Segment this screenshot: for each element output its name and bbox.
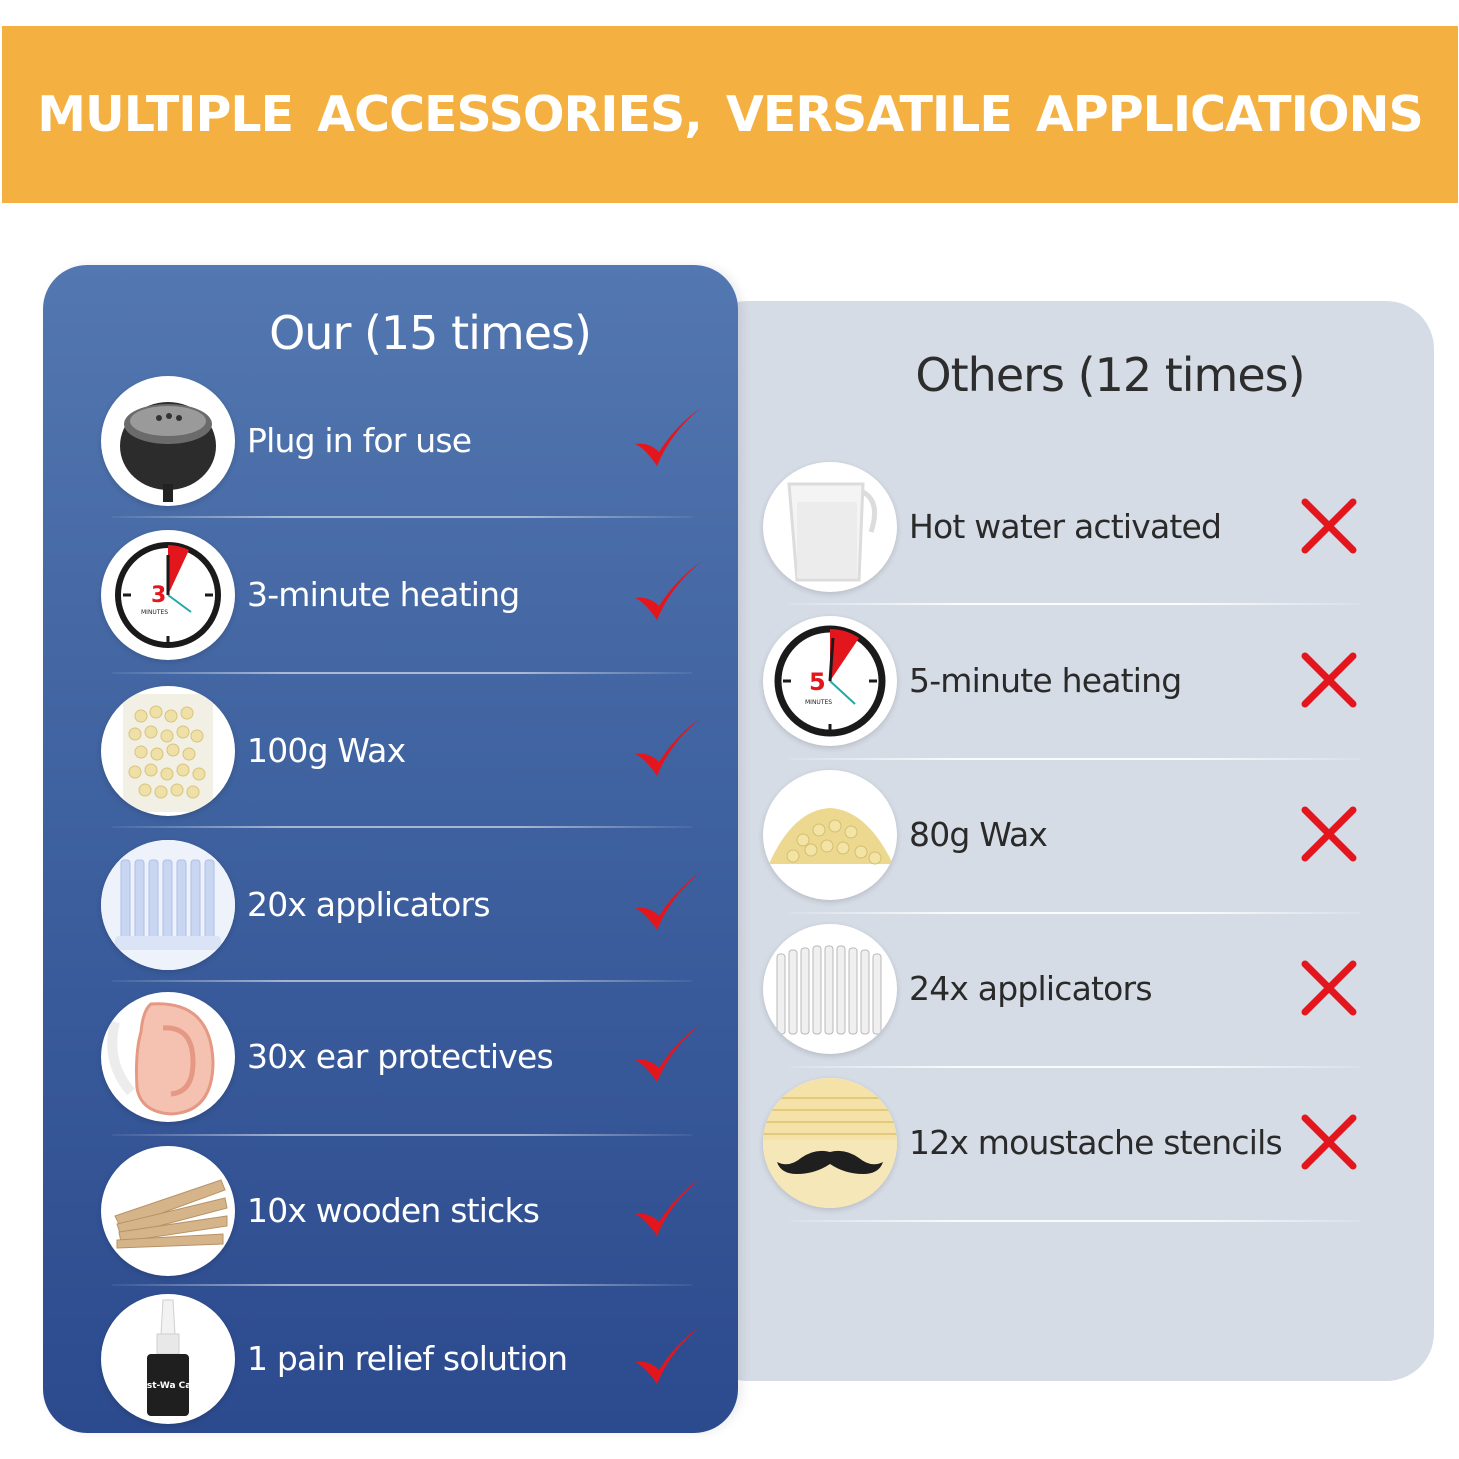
divider <box>790 1066 1360 1068</box>
timer-digit: 3 <box>151 583 166 608</box>
item-label: Plug in for use <box>247 421 472 460</box>
divider <box>112 1134 692 1136</box>
banner-title: MULTIPLE ACCESSORIES, VERSATILE APPLICAT… <box>37 86 1424 143</box>
check-icon <box>635 872 701 930</box>
item-label: 5-minute heating <box>909 661 1182 700</box>
check-icon <box>635 1326 701 1384</box>
pain-relief-bottle-icon: Post-Wa Care <box>101 1294 235 1424</box>
timer-unit: MINUTES <box>141 609 168 616</box>
divider <box>112 980 692 982</box>
cross-icon <box>1301 960 1357 1016</box>
applicators-icon <box>101 840 235 970</box>
divider <box>112 826 692 828</box>
item-label: 20x applicators <box>247 885 491 924</box>
divider <box>790 758 1360 760</box>
divider <box>790 603 1360 605</box>
applicators-bundle-icon <box>763 924 897 1054</box>
cross-icon <box>1301 498 1357 554</box>
item-label: 10x wooden sticks <box>247 1191 540 1230</box>
check-icon <box>635 408 701 466</box>
check-icon <box>635 1178 701 1236</box>
bottle-label: Post-Wa Care <box>134 1381 202 1391</box>
wax-beads-bag-icon <box>101 686 235 816</box>
check-icon <box>635 718 701 776</box>
divider <box>790 1220 1360 1222</box>
check-icon <box>635 1024 701 1082</box>
item-label: 80g Wax <box>909 815 1048 854</box>
item-label: 1 pain relief solution <box>247 1339 568 1378</box>
item-label: Hot water activated <box>909 507 1222 546</box>
check-icon <box>635 562 701 620</box>
divider <box>790 912 1360 914</box>
cross-icon <box>1301 1114 1357 1170</box>
cross-icon <box>1301 652 1357 708</box>
timer-5-minutes-icon: 5 MINUTES <box>763 616 897 746</box>
item-label: 3-minute heating <box>247 575 520 614</box>
ear-protector-icon <box>101 992 235 1122</box>
wax-beads-pile-icon <box>763 770 897 900</box>
timer-unit: MINUTES <box>805 699 832 706</box>
divider <box>112 672 692 674</box>
item-label: 30x ear protectives <box>247 1037 554 1076</box>
ours-title: Our (15 times) <box>269 306 592 360</box>
item-label: 24x applicators <box>909 969 1153 1008</box>
item-label: 100g Wax <box>247 731 406 770</box>
timer-digit: 5 <box>809 668 826 696</box>
wax-warmer-icon <box>101 376 235 506</box>
others-title: Others (12 times) <box>915 348 1305 402</box>
timer-3-minutes-icon: 3 MINUTES <box>101 530 235 660</box>
moustache-stencil-icon <box>763 1078 897 1208</box>
divider <box>112 516 692 518</box>
header-banner: MULTIPLE ACCESSORIES, VERSATILE APPLICAT… <box>2 26 1458 203</box>
divider <box>112 1284 692 1286</box>
item-label: 12x moustache stencils <box>909 1123 1283 1162</box>
wooden-sticks-icon <box>101 1146 235 1276</box>
measuring-cup-icon <box>763 462 897 592</box>
cross-icon <box>1301 806 1357 862</box>
